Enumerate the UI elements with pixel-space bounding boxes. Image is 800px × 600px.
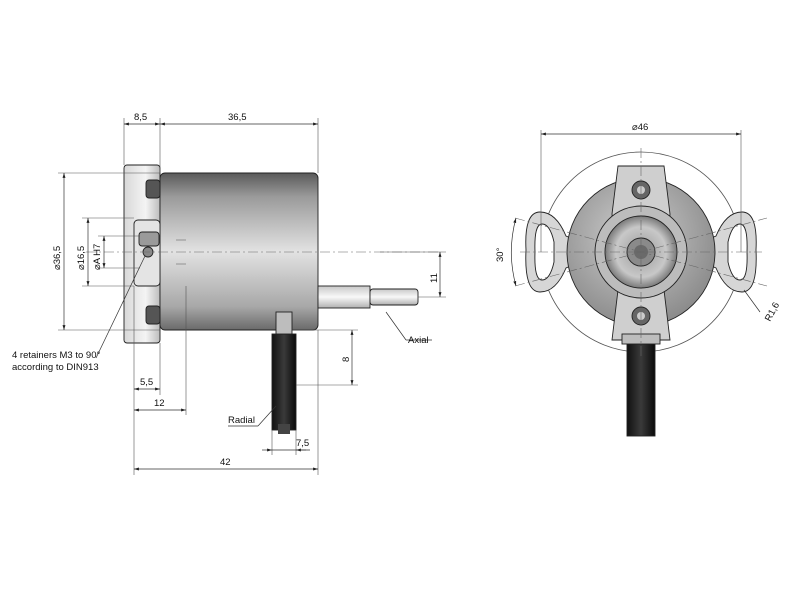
dim-hub-diameter: ⌀16,5 <box>76 246 87 270</box>
axial-shaft <box>317 285 371 309</box>
label-axial: Axial <box>408 335 429 346</box>
dim-cable-offset: 8 <box>341 357 352 362</box>
label-radial: Radial <box>228 415 255 426</box>
dim-overall-length: 42 <box>220 457 231 468</box>
dim-flange-to-hub: 12 <box>154 398 165 409</box>
encoder-body <box>159 172 319 331</box>
front-view: ⌀46 30° R1,6 <box>495 122 782 437</box>
dim-cable-width: 7,5 <box>296 438 309 449</box>
radial-cable <box>271 333 297 431</box>
label-retainers-line2: according to DIN913 <box>12 362 99 373</box>
dim-outer-diameter: ⌀46 <box>632 122 648 133</box>
side-view: 8,5 36,5 ⌀36,5 ⌀16,5 ⌀A H7 11 8 5,5 <box>12 112 446 475</box>
dim-angle: 30° <box>495 247 506 262</box>
dim-flange-thickness: 8,5 <box>134 112 147 123</box>
dim-radius: R1,6 <box>763 301 782 324</box>
dim-bore-diameter: ⌀A H7 <box>92 244 103 270</box>
dim-body-length: 36,5 <box>228 112 247 123</box>
dim-shaft-offset: 11 <box>429 273 440 283</box>
dim-flange-to-cable: 5,5 <box>140 377 153 388</box>
retainer-screws <box>138 179 161 325</box>
dim-body-diameter: ⌀36,5 <box>52 246 63 270</box>
label-retainers-line1: 4 retainers M3 to 90° <box>12 350 100 361</box>
